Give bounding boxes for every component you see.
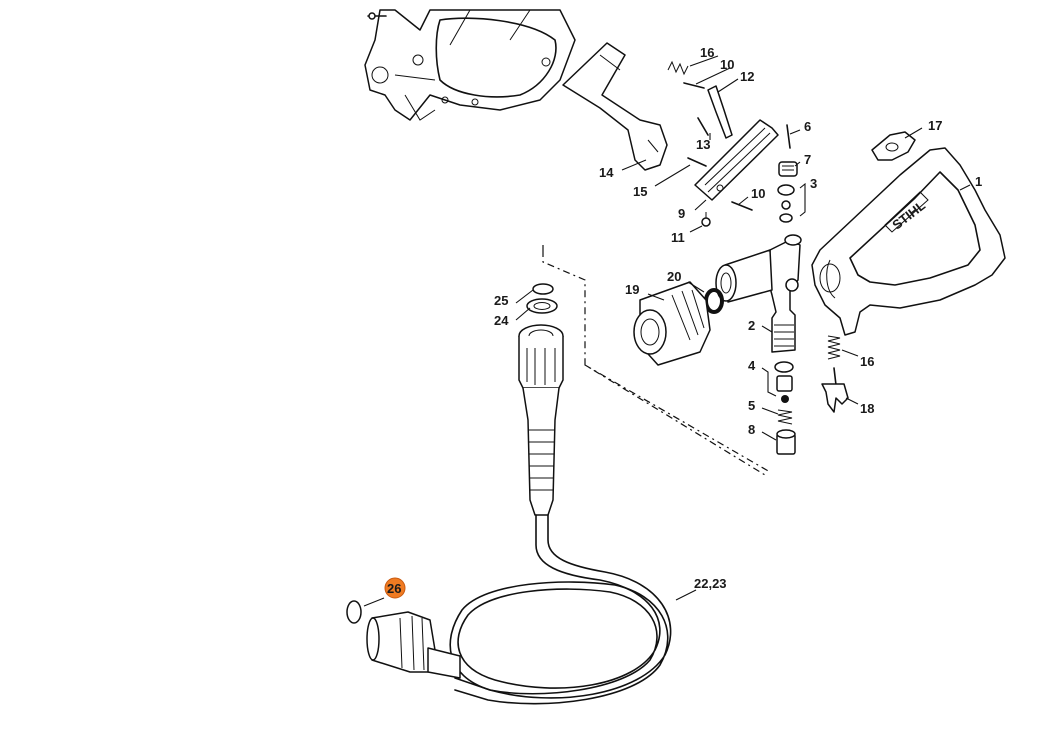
nut-part-7[interactable]	[778, 161, 798, 177]
o-ring-part-20[interactable]	[704, 288, 724, 314]
callout-4: 4	[748, 358, 756, 373]
leader-lines	[363, 55, 971, 607]
spring-part-bottom[interactable]	[827, 335, 841, 360]
callout-18: 18	[860, 401, 874, 416]
handle-part[interactable]	[811, 147, 1006, 336]
washer-part-24[interactable]	[526, 298, 558, 314]
highlighted-callout-26[interactable]: 26	[384, 577, 406, 599]
callout-2: 2	[748, 318, 755, 333]
callout-12: 12	[740, 69, 754, 84]
pin-part-15[interactable]	[687, 157, 707, 167]
callout-16-top: 16	[700, 45, 714, 60]
coupling-nut-part-19[interactable]	[633, 281, 711, 366]
callout-11: 11	[671, 230, 685, 245]
trigger-lever-part[interactable]	[562, 42, 668, 171]
callout-13: 13	[696, 137, 710, 152]
callout-10-top: 10	[720, 57, 734, 72]
callout-5: 5	[748, 398, 755, 413]
highlight-circle	[384, 577, 406, 599]
link-part-12[interactable]	[707, 85, 733, 139]
pin-part-13[interactable]	[697, 117, 709, 136]
screw-part[interactable]	[367, 12, 387, 20]
trigger-part-18[interactable]	[821, 367, 849, 413]
spring-part-5[interactable]	[777, 409, 793, 425]
screw-part-11[interactable]	[701, 212, 711, 227]
callout-labels: 16 10 12 13 14 15 9 10 11 6 7 3 17 1 2 4…	[494, 45, 982, 591]
callout-1: 1	[975, 174, 982, 189]
trigger-arm-part[interactable]	[694, 119, 779, 201]
callout-14: 14	[599, 165, 614, 180]
seal-parts-4[interactable]	[774, 361, 794, 403]
callout-22-23: 22,23	[694, 576, 727, 591]
seal-parts-3[interactable]	[777, 184, 795, 223]
o-ring-part-25[interactable]	[532, 283, 554, 295]
callout-24: 24	[494, 313, 509, 328]
hose-end-fitting-part[interactable]	[366, 611, 461, 679]
callout-26: 26	[387, 581, 401, 596]
housing-shell-part[interactable]	[364, 9, 576, 121]
pin-part-10[interactable]	[683, 82, 705, 89]
clip-part-17[interactable]	[871, 131, 916, 161]
pin-part-10b[interactable]	[731, 201, 753, 211]
assembly-dashline	[542, 245, 771, 476]
callout-7: 7	[804, 152, 811, 167]
hose-part[interactable]	[449, 514, 672, 705]
callout-10-mid: 10	[751, 186, 765, 201]
callout-17: 17	[928, 118, 942, 133]
spring-part-top[interactable]	[667, 60, 689, 76]
callout-25: 25	[494, 293, 508, 308]
o-ring-part-26[interactable]	[346, 600, 362, 624]
callout-20: 20	[667, 269, 681, 284]
callout-9: 9	[678, 206, 685, 221]
callout-6: 6	[804, 119, 811, 134]
hose-fitting-part[interactable]	[518, 324, 564, 516]
rod-part-6[interactable]	[786, 124, 791, 149]
callout-16-bottom: 16	[860, 354, 874, 369]
callout-3: 3	[810, 176, 817, 191]
plug-part-8[interactable]	[776, 429, 796, 455]
callout-15: 15	[633, 184, 647, 199]
callout-19: 19	[625, 282, 639, 297]
callout-8: 8	[748, 422, 755, 437]
valve-body-part[interactable]	[715, 234, 802, 353]
